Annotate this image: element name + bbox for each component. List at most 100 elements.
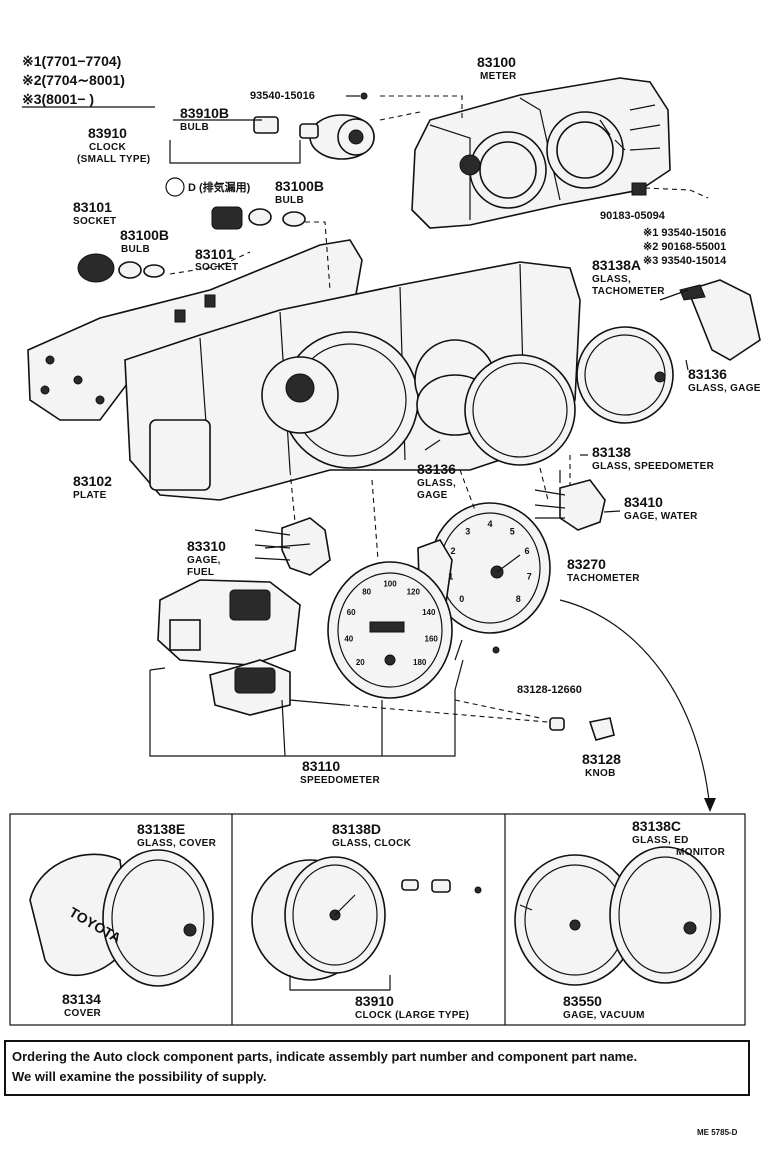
legend-line-1: ※1(7701−7704)	[22, 53, 121, 69]
tach-tick-8: 8	[516, 594, 521, 604]
clock-small-drawing	[253, 92, 375, 160]
label-83138: 83138	[592, 444, 631, 460]
speedo-tick-160: 160	[425, 635, 439, 644]
label-83310: 83310	[187, 538, 226, 554]
name-83138C-1: GLASS, ED	[632, 835, 689, 846]
water-gage-drawing	[534, 479, 606, 531]
cover-drawing	[29, 849, 214, 987]
label-83128-12660: 83128-12660	[517, 684, 582, 696]
label-screw-2: ※2 90168-55001	[643, 241, 726, 253]
name-83138D: GLASS, CLOCK	[332, 838, 412, 849]
tach-tick-1: 1	[448, 572, 453, 582]
label-83910-small: 83910	[88, 125, 127, 141]
speedo-tick-40: 40	[344, 635, 353, 644]
circuit-board-drawing	[157, 579, 346, 716]
name-83310-1: GAGE,	[187, 555, 221, 566]
name-83102: PLATE	[73, 490, 107, 501]
label-83270: 83270	[567, 556, 606, 572]
label-83101-b: 83101	[195, 246, 234, 262]
name-83110: SPEEDOMETER	[300, 775, 380, 786]
label-83101-a: 83101	[73, 199, 112, 215]
label-83110: 83110	[302, 758, 340, 774]
curved-arrow-icon	[559, 599, 716, 812]
label-83410: 83410	[624, 494, 663, 510]
label-83134: 83134	[62, 991, 101, 1007]
cluster-housing-drawing	[27, 239, 761, 501]
tach-tick-3: 3	[465, 526, 470, 536]
name-83310-2: FUEL	[187, 567, 214, 578]
name-83136-center-2: GAGE	[417, 490, 448, 501]
label-83100: 83100	[477, 54, 516, 70]
tach-tick-5: 5	[510, 526, 515, 536]
label-83136-right: 83136	[688, 366, 727, 382]
name-83410: GAGE, WATER	[624, 511, 698, 522]
legend: ※1(7701−7704) ※2(7704∼8001) ※3(8001− )	[22, 53, 155, 108]
speedo-tick-140: 140	[422, 608, 436, 617]
name-83138E: GLASS, COVER	[137, 838, 217, 849]
knob-drawing	[549, 717, 615, 741]
speedo-tick-120: 120	[407, 587, 421, 596]
speedo-tick-100: 100	[383, 580, 397, 589]
fuel-gage-drawing	[254, 517, 331, 576]
label-90183: 90183-05094	[600, 210, 666, 222]
leader-lines	[149, 95, 709, 757]
drawing-code: ME 5785-D	[697, 1128, 738, 1137]
name-83138A-1: GLASS,	[592, 274, 631, 285]
label-83910-large: 83910	[355, 993, 394, 1009]
emission-note: D (排気漏用)	[188, 180, 251, 194]
name-83134: COVER	[64, 1008, 102, 1019]
tach-tick-2: 2	[450, 546, 455, 556]
part-labels: 83100 METER 93540-15016 83910B BULB 8391…	[62, 54, 761, 1021]
name-83136-center-1: GLASS,	[417, 478, 456, 489]
legend-line-3: ※3(8001− )	[22, 91, 94, 107]
tach-tick-0: 0	[459, 594, 464, 604]
label-screw-3: ※3 93540-15014	[643, 255, 727, 267]
name-83136-right: GLASS, GAGE	[688, 383, 761, 394]
label-83136-center: 83136	[417, 461, 456, 477]
speedo-tick-180: 180	[413, 658, 427, 667]
speedometer-drawing	[327, 561, 500, 699]
legend-line-2: ※2(7704∼8001)	[22, 72, 125, 88]
optional-parts-box	[9, 813, 746, 1026]
name-83138A-2: TACHOMETER	[592, 286, 665, 297]
label-83138C: 83138C	[632, 818, 681, 834]
label-83138A: 83138A	[592, 257, 641, 273]
speedo-tick-20: 20	[356, 658, 365, 667]
name-83100B-a: BULB	[275, 195, 304, 206]
name-83101-a: SOCKET	[73, 216, 116, 227]
name-83138: GLASS, SPEEDOMETER	[592, 461, 715, 472]
name-83910-large: CLOCK (LARGE TYPE)	[355, 1010, 469, 1021]
tach-tick-7: 7	[527, 572, 532, 582]
emission-d-icon	[165, 177, 185, 197]
label-93540-top: 93540-15016	[250, 90, 315, 102]
label-83100B-a: 83100B	[275, 178, 324, 194]
speedo-tick-80: 80	[362, 587, 371, 596]
label-83138E: 83138E	[137, 821, 185, 837]
label-screw-1: ※1 93540-15016	[643, 227, 726, 239]
label-83910B: 83910B	[180, 105, 229, 121]
name-83138C-2: MONITOR	[676, 847, 726, 858]
name-83100B-b: BULB	[121, 244, 150, 255]
label-83138D: 83138D	[332, 821, 381, 837]
name-83101-b: SOCKET	[195, 262, 238, 273]
label-83100B-b: 83100B	[120, 227, 169, 243]
name-83270: TACHOMETER	[567, 573, 640, 584]
speedo-tick-60: 60	[347, 608, 356, 617]
label-83550: 83550	[563, 993, 602, 1009]
ordering-note: Ordering the Auto clock component parts,…	[4, 1040, 750, 1096]
vacuum-gage-drawing	[514, 846, 721, 986]
label-83128: 83128	[582, 751, 621, 767]
tach-tick-labels: 0 1 23 4 56 7 8	[448, 519, 531, 604]
name-83910-small-2: (SMALL TYPE)	[77, 154, 150, 165]
tach-tick-4: 4	[487, 519, 492, 529]
label-83102: 83102	[73, 473, 112, 489]
name-83550: GAGE, VACUUM	[563, 1010, 645, 1021]
clock-large-drawing	[251, 856, 482, 991]
bulb-socket-drawings	[77, 206, 306, 283]
name-83100: METER	[480, 71, 517, 82]
ordering-note-line-1: Ordering the Auto clock component parts,…	[12, 1049, 638, 1064]
name-83910-small-1: CLOCK	[89, 142, 127, 153]
speedometer-tick-labels: 20 40 60 80 100 120 140 160 180	[344, 580, 438, 668]
tach-tick-6: 6	[524, 546, 529, 556]
